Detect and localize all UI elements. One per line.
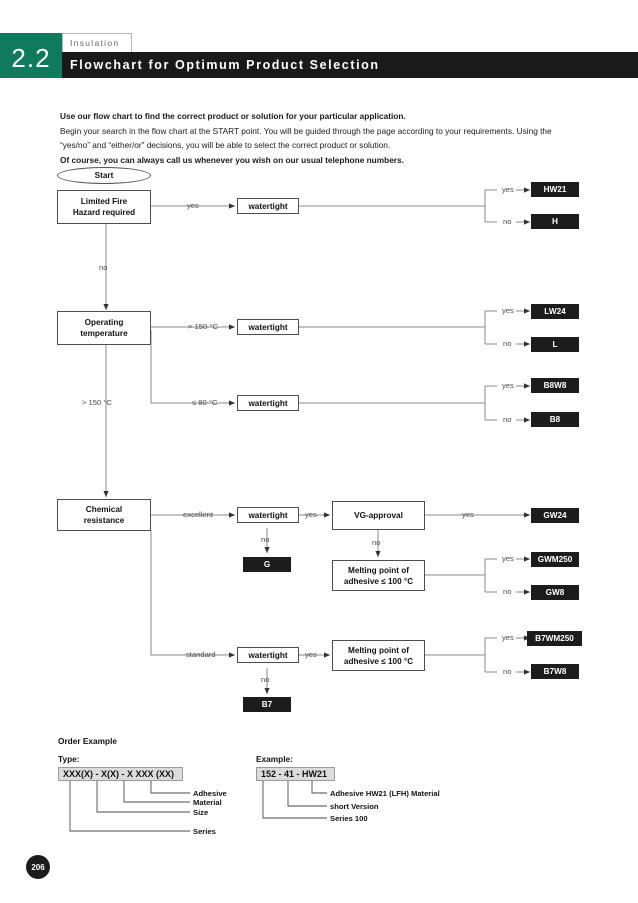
order-type-code: XXX(X) - X(X) - X XXX (XX) (58, 767, 183, 781)
order-type-legend-material: Material (193, 798, 222, 807)
edge-label-no-1: no (99, 263, 108, 272)
result-gw24[interactable]: GW24 (531, 508, 579, 523)
edge-label-yes-3: yes (502, 306, 514, 315)
result-l[interactable]: L (531, 337, 579, 352)
edge-label-no-2: no (503, 217, 512, 226)
page-number-badge: 206 (26, 855, 50, 879)
order-example-heading: Order Example (58, 736, 118, 746)
edge-label-yes-7: yes (502, 554, 514, 563)
result-hw21[interactable]: HW21 (531, 182, 579, 197)
edge-label-no-3: no (503, 339, 512, 348)
edge-label-le80: ≤ 80 °C (192, 398, 218, 407)
edge-label-gt150-down: > 150 °C (82, 398, 112, 407)
node-operating-temperature[interactable]: Operating temperature (57, 311, 151, 345)
node-watertight-3[interactable]: watertight (237, 395, 299, 411)
node-limited-fire-hazard[interactable]: Limited Fire Hazard required (57, 190, 151, 224)
header-black-bar (62, 52, 638, 78)
node-watertight-5[interactable]: watertight (237, 647, 299, 663)
order-type-legend-adhesive: Adhesive (193, 789, 227, 798)
result-lw24[interactable]: LW24 (531, 304, 579, 319)
result-b7w8[interactable]: B7W8 (531, 664, 579, 679)
node-watertight-4[interactable]: watertight (237, 507, 299, 523)
intro-line-2: Begin your search in the flow chart at t… (60, 125, 552, 136)
result-b8[interactable]: B8 (531, 412, 579, 427)
result-b7[interactable]: B7 (243, 697, 291, 712)
result-b7wm250[interactable]: B7WM250 (527, 631, 582, 646)
result-h[interactable]: H (531, 214, 579, 229)
edge-label-excellent: excellent (183, 510, 213, 519)
node-vg-approval[interactable]: VG-approval (332, 501, 425, 530)
edge-label-no-7: no (503, 587, 512, 596)
order-example-legend-version: short Version (330, 802, 379, 811)
node-melting-point-1[interactable]: Melting point of adhesive ≤ 100 °C (332, 560, 425, 591)
edge-label-no-9: no (503, 667, 512, 676)
page-title: Flowchart for Optimum Product Selection (70, 58, 380, 72)
section-tab-label: Insulation (70, 38, 120, 48)
order-example-legend-series: Series 100 (330, 814, 368, 823)
edge-label-no-4: no (503, 415, 512, 424)
result-b8w8[interactable]: B8W8 (531, 378, 579, 393)
edge-label-yes-1: yes (187, 201, 199, 210)
header-green-block (0, 33, 62, 78)
order-example-label: Example: (256, 754, 293, 764)
page-header: 2.2 Insulation Flowchart for Optimum Pro… (0, 33, 638, 78)
section-tab: Insulation (62, 33, 132, 52)
result-gw8[interactable]: GW8 (531, 585, 579, 600)
edge-label-yes-6: yes (462, 510, 474, 519)
node-start[interactable]: Start (57, 167, 151, 184)
intro-line-4: Of course, you can always call us whenev… (60, 154, 404, 165)
node-watertight-1[interactable]: watertight (237, 198, 299, 214)
edge-label-standard: standard (186, 650, 216, 659)
edge-label-no-6: no (372, 538, 381, 547)
node-watertight-2[interactable]: watertight (237, 319, 299, 335)
intro-line-3: “yes/no” and “either/or” decisions, you … (60, 140, 391, 151)
order-type-legend-size: Size (193, 808, 209, 817)
edge-label-yes-8: yes (305, 650, 317, 659)
node-chemical-resistance[interactable]: Chemical resistance (57, 499, 151, 531)
result-gwm250[interactable]: GWM250 (531, 552, 579, 567)
edge-label-yes-9: yes (502, 633, 514, 642)
edge-label-gt150-right: > 150 °C (188, 322, 218, 331)
edge-label-yes-5: yes (305, 510, 317, 519)
node-melting-point-2[interactable]: Melting point of adhesive ≤ 100 °C (332, 640, 425, 671)
order-example-legend-adhesive: Adhesive HW21 (LFH) Material (330, 789, 440, 798)
edge-label-no-8: no (261, 675, 270, 684)
result-g[interactable]: G (243, 557, 291, 572)
edge-label-no-5: no (261, 535, 270, 544)
order-example-code: 152 - 41 - HW21 (256, 767, 335, 781)
edge-label-yes-4: yes (502, 381, 514, 390)
order-type-legend-series: Series (193, 827, 216, 836)
edge-label-yes-2: yes (502, 185, 514, 194)
section-number: 2.2 (11, 43, 51, 73)
intro-text: Use our flow chart to find the correct p… (60, 110, 572, 168)
intro-line-1: Use our flow chart to find the correct p… (60, 111, 406, 121)
order-type-label: Type: (58, 754, 80, 764)
